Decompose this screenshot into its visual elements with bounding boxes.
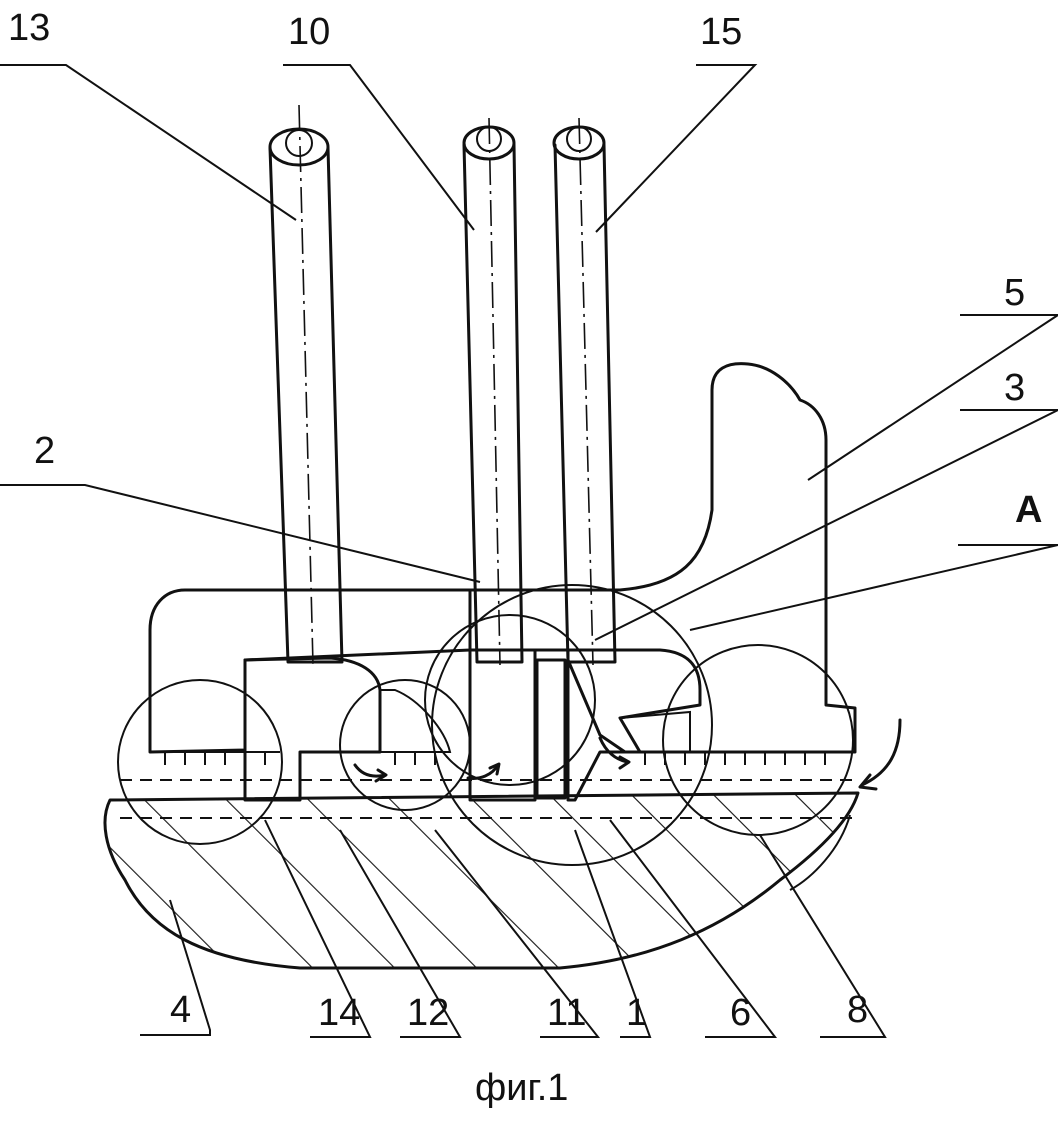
label-1: 1 [626,992,647,1034]
label-8: 8 [847,989,868,1031]
bottom-body [105,793,858,968]
label-a: A [1015,489,1042,531]
tube-13 [270,105,342,665]
label-5: 5 [1004,272,1025,314]
upper-housing [150,364,855,752]
tube-10 [464,118,522,665]
label-6: 6 [730,992,751,1034]
insert-part [537,660,565,798]
label-12: 12 [407,992,449,1034]
label-14: 14 [318,992,360,1034]
figure-caption: фиг.1 [475,1067,568,1109]
label-10: 10 [288,11,330,53]
tick-row [150,752,855,765]
tube-15 [554,118,615,665]
label-4: 4 [170,989,191,1031]
label-11: 11 [547,992,586,1034]
label-15: 15 [700,11,742,53]
label-13: 13 [8,7,50,49]
label-2: 2 [34,430,55,472]
label-3: 3 [1004,367,1025,409]
